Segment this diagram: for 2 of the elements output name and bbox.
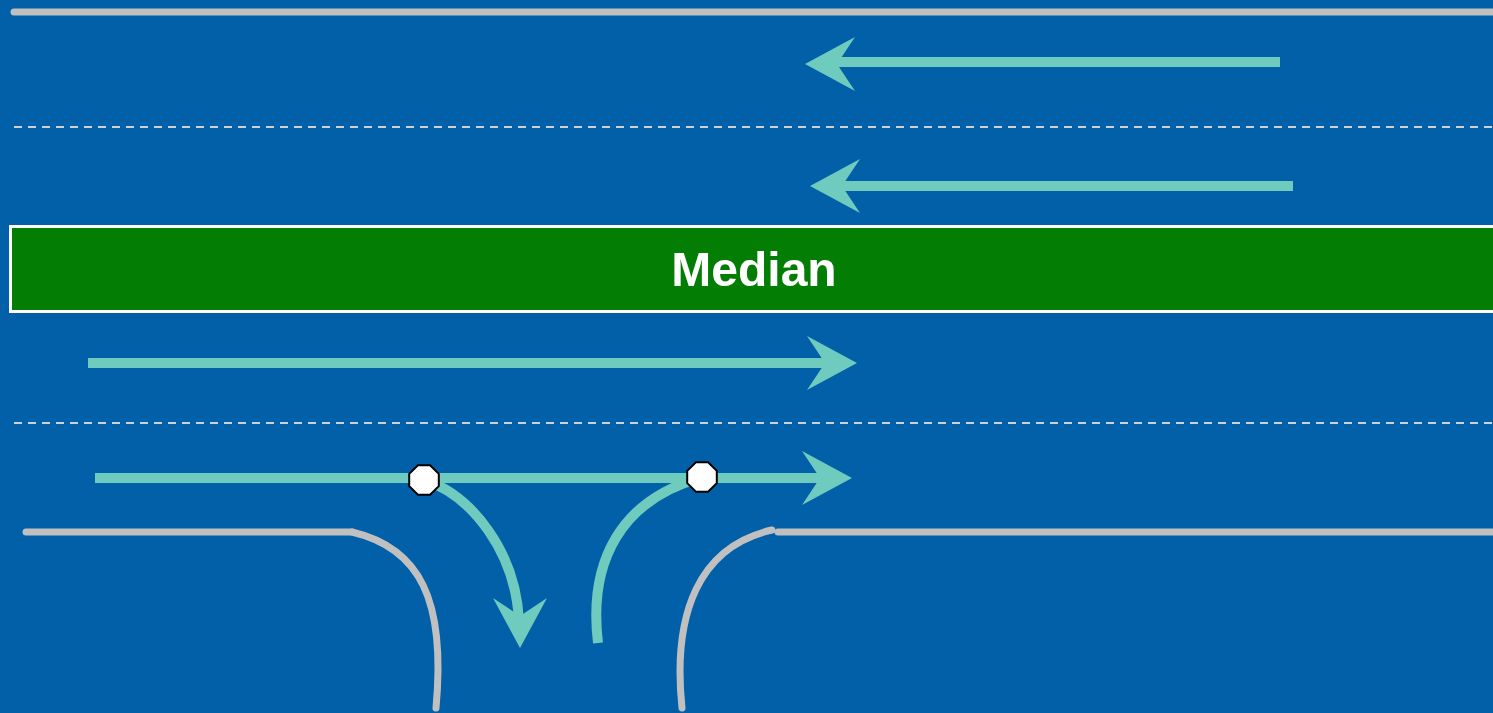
median-label: Median: [671, 241, 837, 297]
median-strip: [9, 225, 1493, 313]
